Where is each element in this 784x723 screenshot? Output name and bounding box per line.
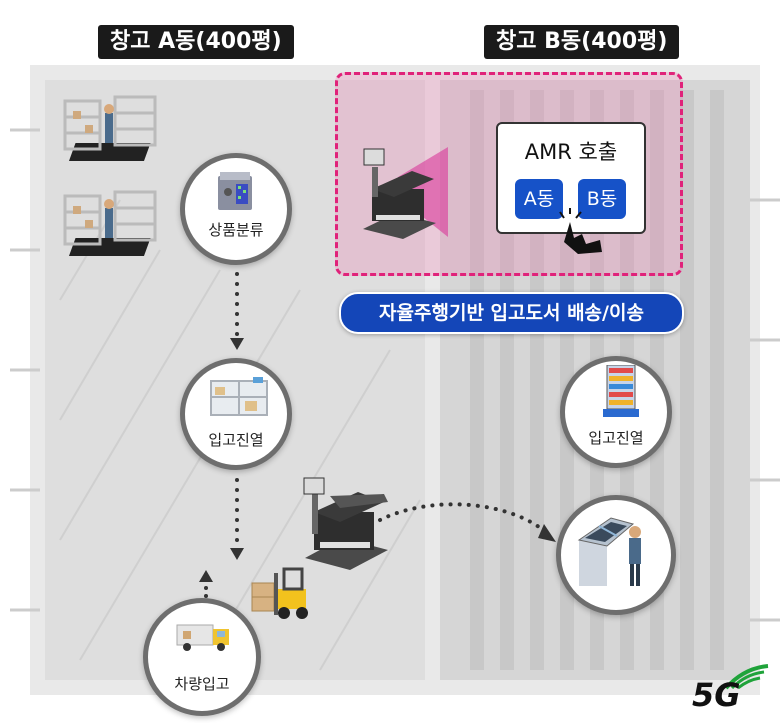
amr-call-title: AMR 호출 — [524, 140, 618, 164]
step-vehicle-inbound-label: 차량입고 — [174, 675, 230, 693]
step-inbound-display-b-circle: 입고진열 — [560, 356, 672, 468]
amr-call-dialog: AMR 호출 A동 B동 — [496, 122, 646, 234]
step-vehicle-inbound-circle: 차량입고 — [143, 598, 261, 716]
fiveg-signal-icon — [724, 664, 769, 690]
hand-pointer-icon — [559, 208, 602, 254]
warehouse-a-label: 창고 A동(400평) — [98, 25, 294, 59]
kiosk-station-circle — [556, 495, 676, 615]
kiosk-user-icon — [577, 517, 641, 586]
step-sorting-label: 상품분류 — [208, 221, 264, 239]
step-sorting-circle: 상품분류 — [180, 153, 292, 265]
amr-robot-illustration — [303, 477, 388, 570]
autonomous-delivery-banner: 자율주행기반 입고도서 배송/이송 — [339, 292, 684, 334]
shelving-rack-illustration — [63, 95, 157, 256]
step-inbound-display-a-label: 입고진열 — [208, 431, 264, 449]
amr-call-a-button[interactable]: A동 — [515, 179, 563, 219]
inbound-shelf-icon — [210, 377, 268, 416]
warehouse-b-label: 창고 B동(400평) — [484, 25, 680, 59]
step-inbound-display-a-circle: 입고진열 — [180, 358, 292, 470]
amr-call-b-button[interactable]: B동 — [578, 179, 626, 219]
delivery-truck-icon — [176, 624, 229, 651]
fiveg-logo: 5G — [692, 676, 741, 714]
step-inbound-display-b-label: 입고진열 — [588, 429, 644, 447]
amr-robot-small-illustration — [363, 147, 448, 239]
sorting-machine-icon — [218, 172, 252, 210]
forklift-icon — [251, 567, 308, 619]
book-rack-robot-icon — [603, 365, 639, 417]
